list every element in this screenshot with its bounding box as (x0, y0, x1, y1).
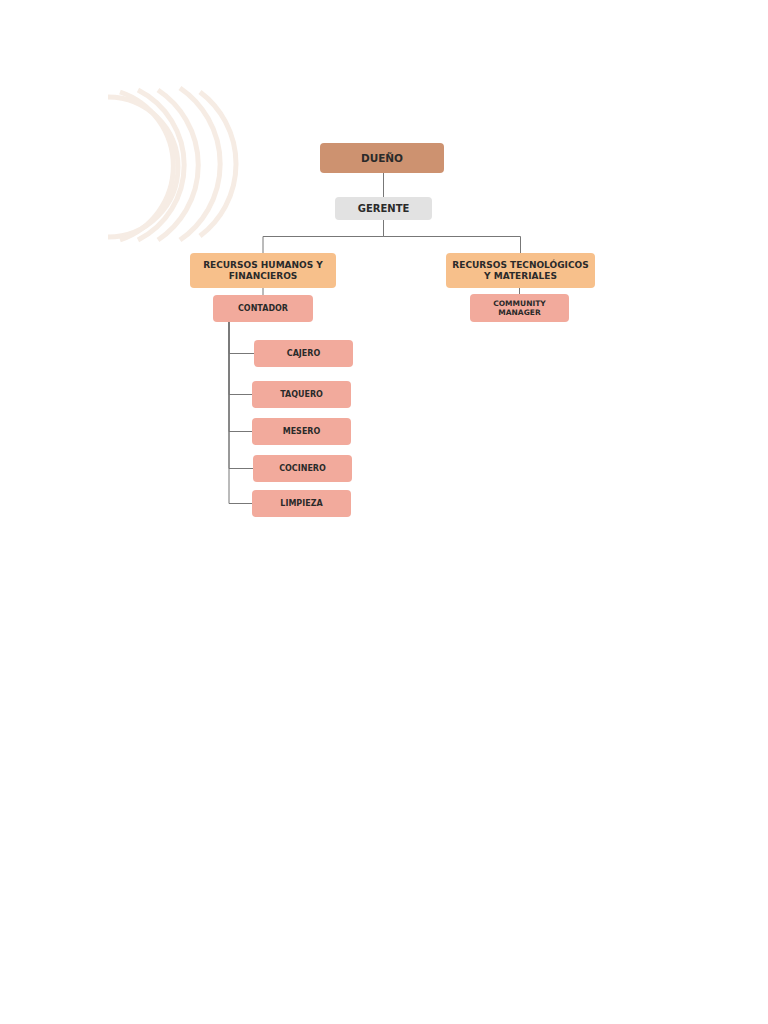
node-label: COMMUNITY MANAGER (476, 299, 563, 317)
connector (384, 220, 521, 253)
owner-box: DUEÑO (320, 143, 444, 173)
connector (229, 322, 252, 432)
role-box: COMMUNITY MANAGER (470, 294, 569, 322)
node-label: CAJERO (287, 349, 320, 359)
department-box: RECURSOS TECNOLÓGICOS Y MATERIALES (446, 253, 595, 288)
connector (229, 322, 252, 504)
node-label: CONTADOR (238, 304, 288, 314)
node-label: RECURSOS TECNOLÓGICOS Y MATERIALES (452, 260, 589, 282)
role-box: MESERO (252, 418, 351, 445)
connector (229, 322, 252, 395)
manager-box: GERENTE (335, 197, 432, 220)
role-box: LIMPIEZA (252, 490, 351, 517)
connector (383, 173, 384, 197)
connector (263, 220, 384, 253)
node-label: MESERO (283, 427, 321, 437)
department-box: RECURSOS HUMANOS Y FINANCIEROS (190, 253, 336, 288)
connector (229, 322, 253, 469)
connector (263, 288, 264, 295)
connector (229, 322, 254, 354)
node-label: LIMPIEZA (280, 499, 322, 509)
node-label: TAQUERO (280, 390, 323, 400)
role-box: CAJERO (254, 340, 353, 367)
decorative-arcs (108, 88, 236, 240)
node-label: DUEÑO (361, 152, 403, 165)
role-box: CONTADOR (213, 295, 313, 322)
role-box: COCINERO (253, 455, 352, 482)
node-label: GERENTE (358, 203, 410, 215)
role-box: TAQUERO (252, 381, 351, 408)
node-label: COCINERO (279, 464, 326, 474)
node-label: RECURSOS HUMANOS Y FINANCIEROS (196, 260, 330, 282)
